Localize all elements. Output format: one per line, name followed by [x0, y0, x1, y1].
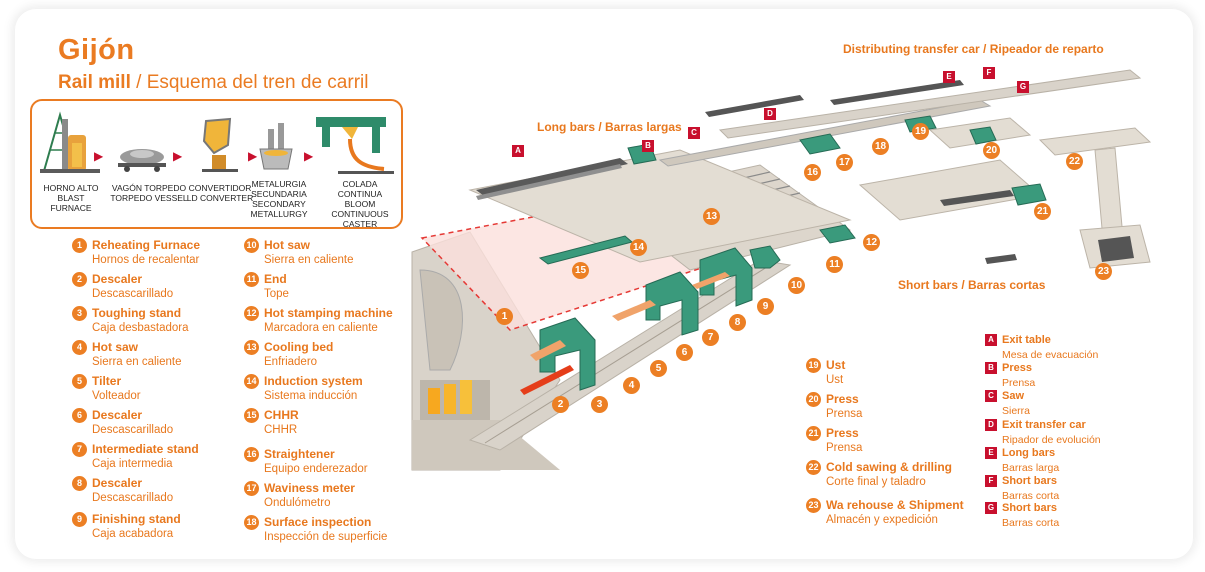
- marker-8: 8: [729, 314, 746, 331]
- marker-13: 13: [703, 208, 720, 225]
- marker-b: B: [642, 140, 654, 152]
- marker-14: 14: [630, 239, 647, 256]
- converter-icon: [202, 117, 238, 172]
- finishing-line: [658, 99, 992, 167]
- marker-20: 20: [983, 142, 1000, 159]
- marker-g: G: [1017, 81, 1029, 93]
- marker-1: 1: [496, 308, 513, 325]
- arrow-right-icon: ▶: [304, 149, 314, 163]
- label-distributing-transfer-car: Distributing transfer car / Ripeador de …: [843, 42, 1104, 56]
- marker-6: 6: [676, 344, 693, 361]
- marker-7: 7: [702, 329, 719, 346]
- subtitle-rest: / Esquema del tren de carril: [130, 72, 369, 93]
- marker-16: 16: [804, 164, 821, 181]
- marker-18: 18: [872, 138, 889, 155]
- torpedo-vessel-icon: [118, 149, 166, 172]
- marker-21: 21: [1034, 203, 1051, 220]
- secondary-metallurgy-icon: [259, 123, 293, 170]
- marker-e: E: [943, 71, 955, 83]
- exit-table: [476, 158, 628, 196]
- process-flow-illustration: [40, 111, 394, 174]
- arrow-right-icon: ▶: [94, 149, 104, 163]
- blast-furnace-icon: [40, 111, 100, 173]
- subtitle-bold: Rail mill: [58, 72, 131, 93]
- marker-c: C: [688, 127, 700, 139]
- marker-12: 12: [863, 234, 880, 251]
- marker-2: 2: [552, 396, 569, 413]
- marker-17: 17: [836, 154, 853, 171]
- page-subtitle: Rail mill / Esquema del tren de carril: [58, 72, 368, 94]
- marker-11: 11: [826, 256, 843, 273]
- arrow-right-icon: ▶: [173, 149, 183, 163]
- marker-4: 4: [623, 377, 640, 394]
- marker-15: 15: [572, 262, 589, 279]
- rolling-stands: [538, 115, 1047, 391]
- continuous-caster-icon: [316, 117, 394, 174]
- marker-23: 23: [1095, 263, 1112, 280]
- label-long-bars: Long bars / Barras largas: [537, 120, 682, 134]
- marker-19: 19: [912, 123, 929, 140]
- arrow-right-icon: ▶: [248, 149, 258, 163]
- marker-5: 5: [650, 360, 667, 377]
- page-title: Gijón: [58, 34, 135, 66]
- hot-bar: [520, 365, 574, 395]
- marker-3: 3: [591, 396, 608, 413]
- marker-f: F: [983, 67, 995, 79]
- marker-a: A: [512, 145, 524, 157]
- marker-10: 10: [788, 277, 805, 294]
- marker-9: 9: [757, 298, 774, 315]
- label-short-bars: Short bars / Barras cortas: [898, 278, 1046, 292]
- marker-d: D: [764, 108, 776, 120]
- marker-22: 22: [1066, 153, 1083, 170]
